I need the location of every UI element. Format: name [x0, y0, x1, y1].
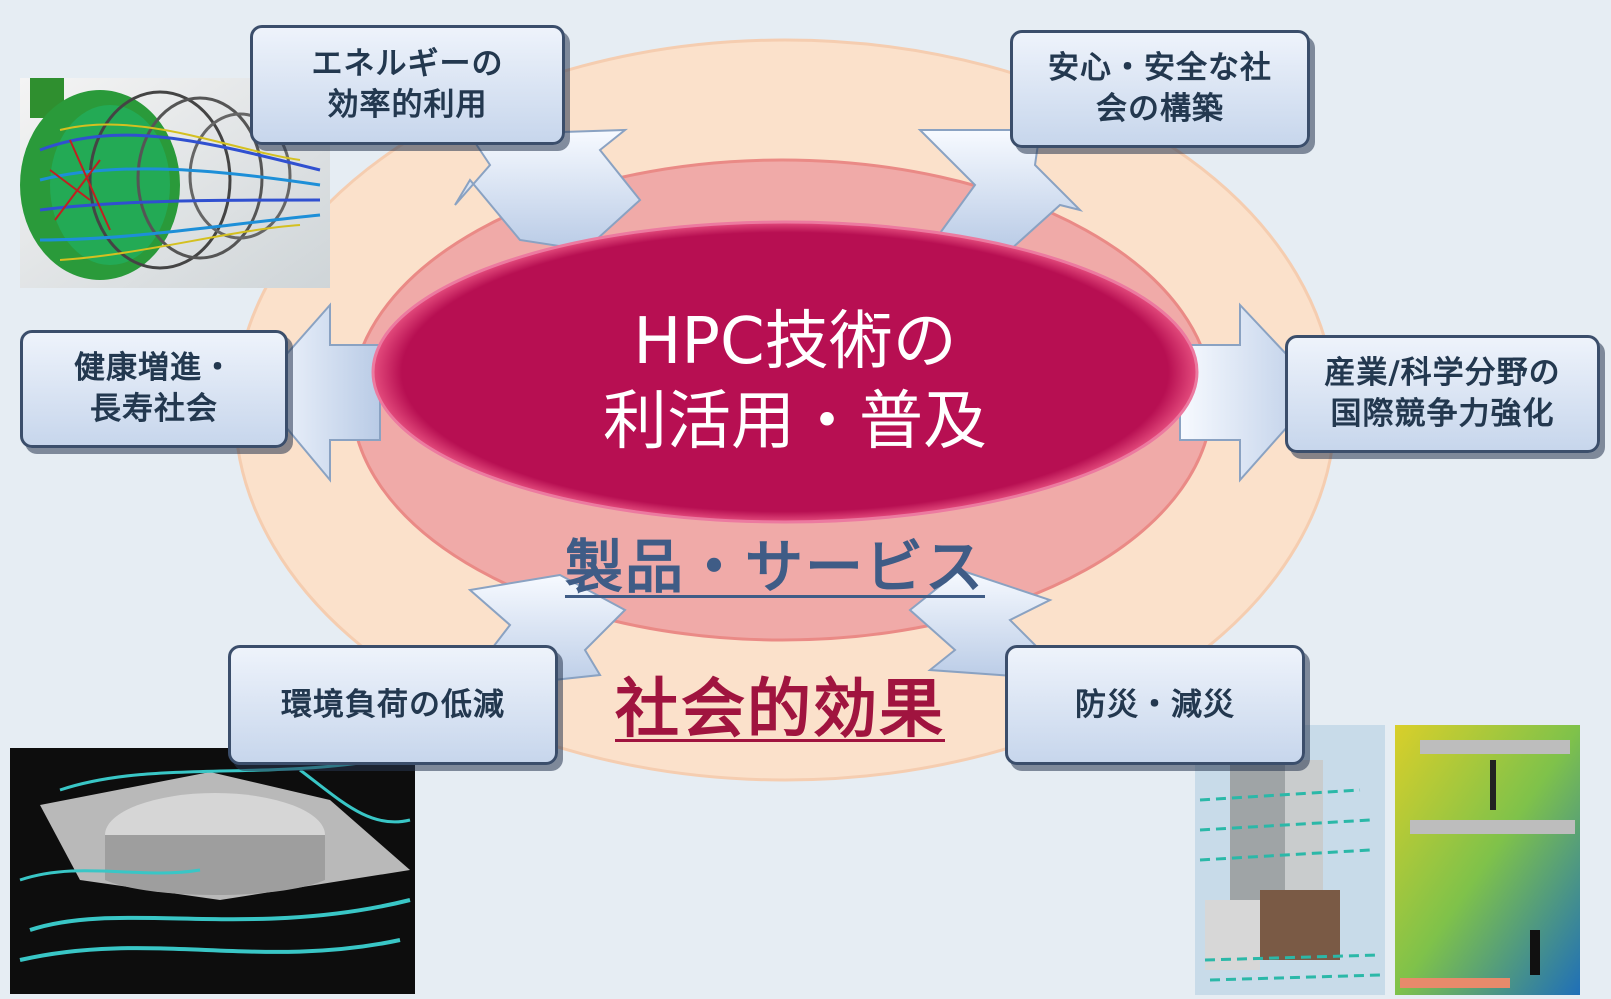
center-title-line1: HPC技術の — [633, 305, 957, 379]
center-title-line2: 利活用・普及 — [603, 385, 987, 459]
arrow-right-icon — [1179, 302, 1322, 483]
disaster-prevention-box: 防災・減災 — [1005, 645, 1305, 765]
social-effect-label: 社会的効果 — [615, 673, 945, 747]
energy-box-line1: エネルギーの — [311, 46, 504, 82]
products-services-label: 製品・サービス — [564, 533, 985, 601]
disaster-box-line1: 防災・減災 — [1075, 686, 1235, 723]
industry-box-line2: 国際競争力強化 — [1330, 396, 1555, 432]
energy-efficiency-box: エネルギーの 効率的利用 — [250, 25, 565, 145]
building-wind-simulation-image — [1195, 725, 1580, 995]
health-longevity-box: 健康増進・ 長寿社会 — [20, 330, 288, 448]
environment-box-line1: 環境負荷の低減 — [281, 686, 505, 723]
arrow-up-right-icon — [917, 129, 1084, 252]
industry-competitiveness-box: 産業/科学分野の 国際競争力強化 — [1285, 335, 1600, 453]
safety-box-line1: 安心・安全な社 — [1048, 50, 1272, 86]
safety-society-box: 安心・安全な社 会の構築 — [1010, 30, 1310, 148]
industry-box-line1: 産業/科学分野の — [1324, 355, 1561, 391]
arrow-left-icon — [253, 302, 381, 483]
safety-box-line2: 会の構築 — [1096, 91, 1224, 127]
center-title: HPC技術の 利活用・普及 — [390, 292, 1200, 472]
inner-ellipse — [371, 220, 1199, 524]
energy-box-line2: 効率的利用 — [327, 87, 488, 123]
health-box-line1: 健康増進・ — [74, 350, 234, 386]
health-box-line2: 長寿社会 — [90, 391, 218, 427]
environment-burden-box: 環境負荷の低減 — [228, 645, 558, 765]
terrain-airflow-simulation-image — [10, 748, 415, 994]
